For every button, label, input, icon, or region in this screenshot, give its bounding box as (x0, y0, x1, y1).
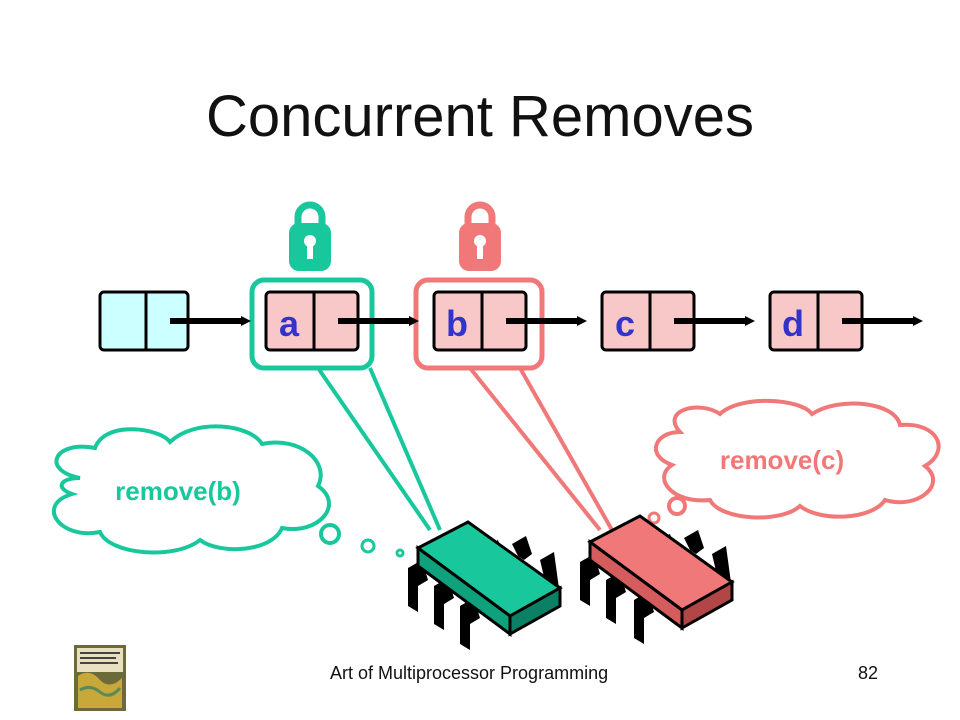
list-node-c: c (600, 290, 696, 352)
thought-text-red: remove(c) (720, 445, 844, 475)
thought-bubble-red: remove(c) (631, 398, 941, 529)
thought-dot (360, 538, 376, 554)
slide-title: Concurrent Removes (206, 84, 754, 149)
red-connector (468, 366, 614, 532)
green-connector (316, 366, 442, 532)
processor-chip-green (408, 520, 563, 650)
processor-chip-red (580, 514, 735, 644)
lock-icon (289, 201, 331, 271)
list-node-d: d (768, 290, 864, 352)
book-cover-thumbnail (74, 645, 126, 711)
node-label-d: d (782, 303, 804, 344)
thought-text-green: remove(b) (115, 476, 241, 506)
node-label-a: a (279, 303, 300, 344)
list-node-a: a (264, 290, 360, 352)
thought-dot (667, 496, 687, 516)
node-label-c: c (615, 303, 635, 344)
node-label-b: b (446, 303, 468, 344)
thought-dot (395, 548, 405, 558)
footer-text: Art of Multiprocessor Programming (330, 663, 609, 683)
thought-bubble-green: remove(b) (51, 424, 405, 558)
lock-icon (459, 201, 501, 271)
list-node-b: b (432, 290, 528, 352)
page-number: 82 (858, 663, 879, 683)
thought-dot (319, 523, 341, 545)
thought-dot (647, 511, 661, 525)
